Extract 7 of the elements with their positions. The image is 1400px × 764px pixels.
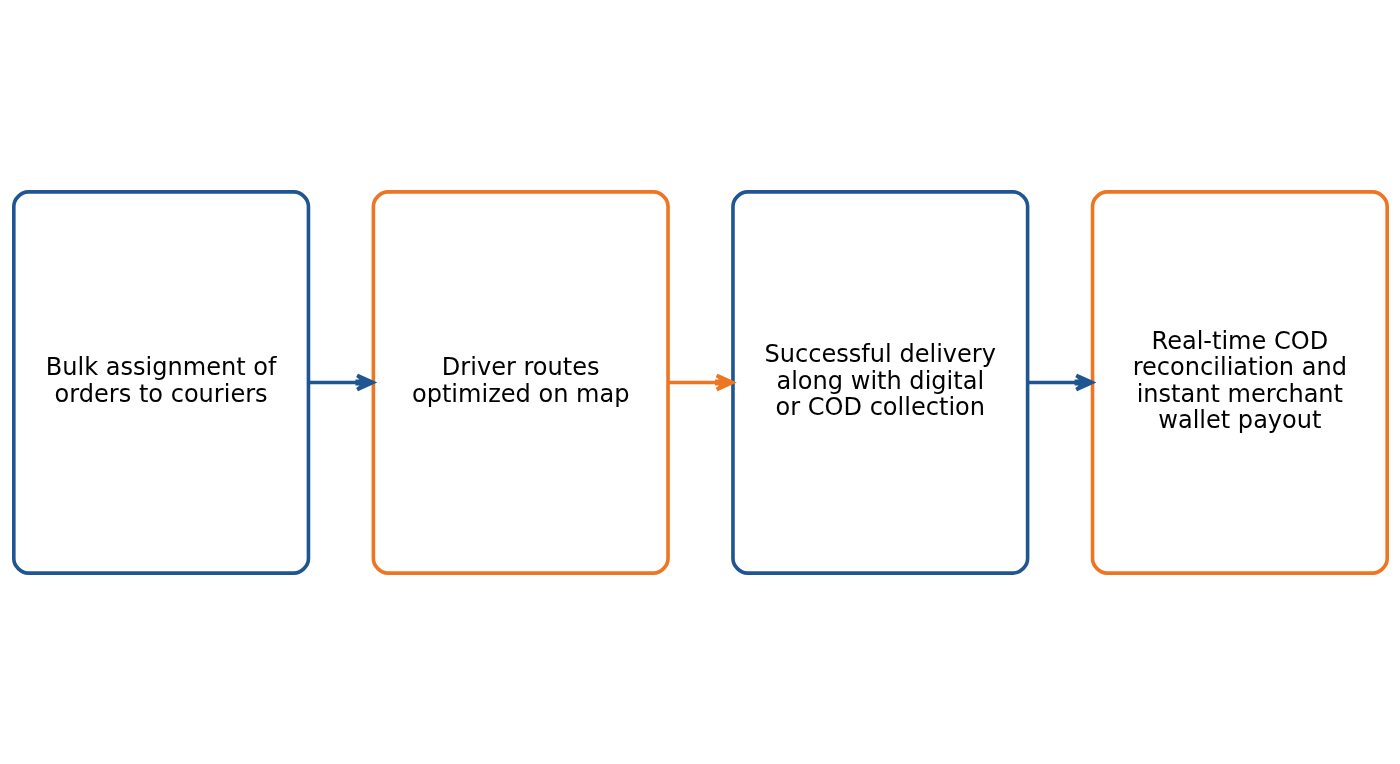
node-box: Real-time COD reconciliation and instant merchant wallet payout — [1090, 189, 1389, 575]
arrow — [308, 373, 375, 391]
arrow — [667, 373, 734, 391]
arrow — [1027, 373, 1094, 391]
node-box: Bulk assignment of orders to couriers — [11, 189, 310, 575]
node-box: Driver routes optimized on map — [371, 189, 670, 575]
node-box: Successful delivery along with digital or COD collection — [730, 189, 1029, 575]
